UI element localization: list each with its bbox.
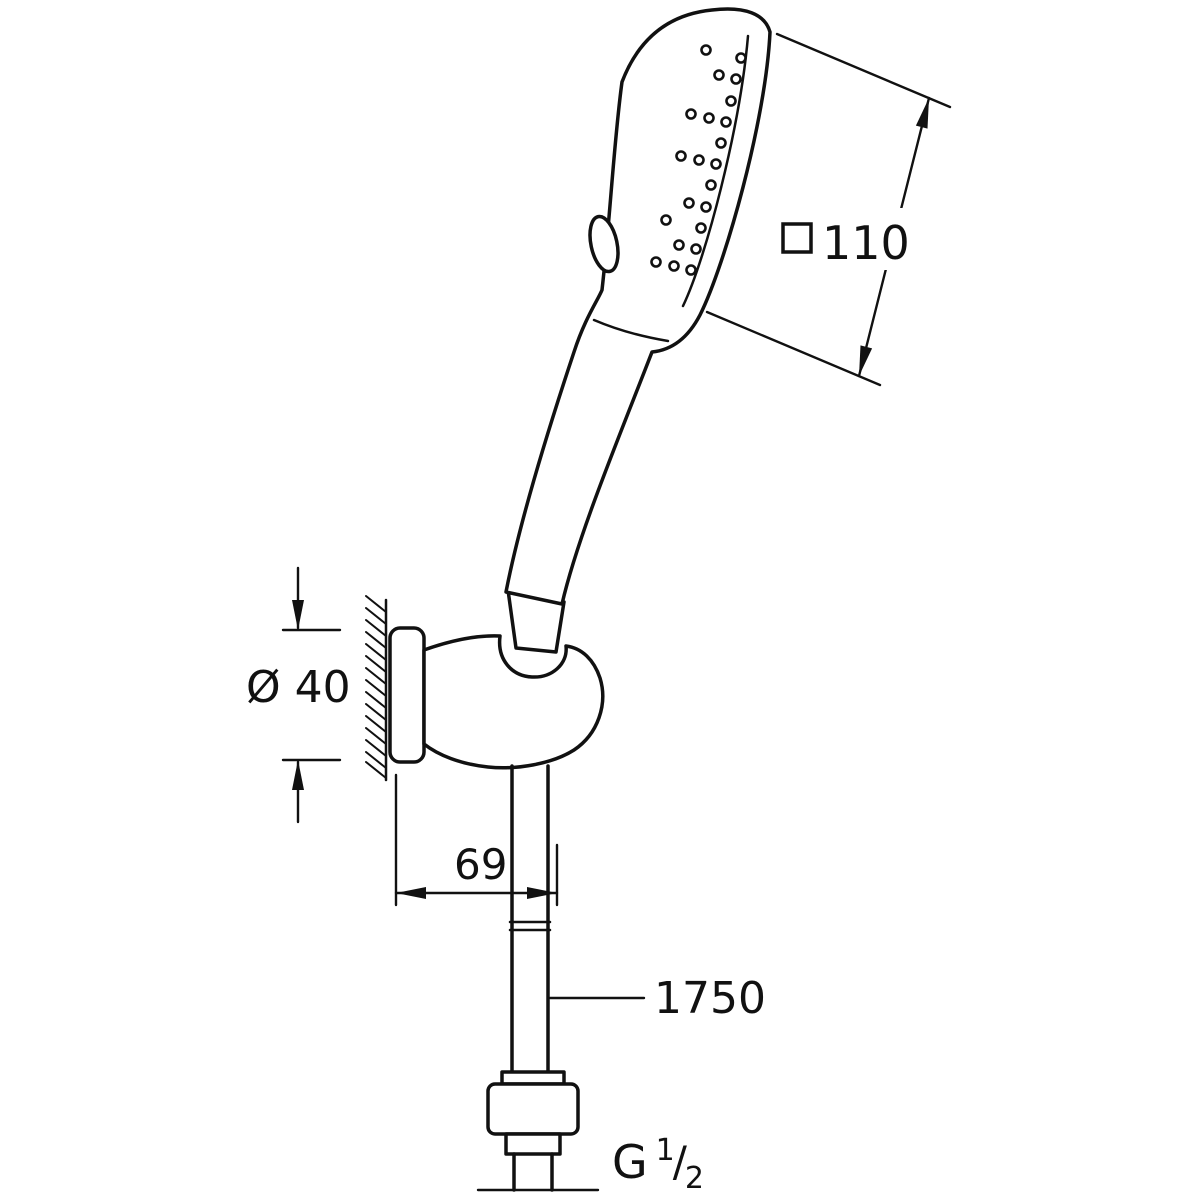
- head-width-label: 110: [822, 216, 910, 270]
- dimension-hose-length-1750: 1750: [548, 973, 766, 1024]
- hose-length-label: 1750: [654, 973, 766, 1024]
- holder-body: [422, 634, 605, 770]
- shower-hose: [486, 764, 580, 1192]
- arrowhead-right-icon: [527, 887, 557, 899]
- hose-break-marks: [508, 920, 552, 932]
- hose-nut-knurled: [486, 1082, 580, 1136]
- thread-end-lines: [512, 1152, 554, 1192]
- arrowhead-down-icon: [859, 345, 873, 376]
- dimension-projection-69: 69: [394, 773, 559, 907]
- wall-hatch-lines: [365, 595, 387, 779]
- thread-letter: G: [612, 1135, 648, 1189]
- head-handle-seam: [592, 318, 670, 343]
- hose-nut-step: [504, 1132, 562, 1156]
- hose-collar: [500, 1070, 566, 1086]
- spray-nozzles: [650, 44, 747, 276]
- dimension-holder-diameter-40: Ø 40: [246, 566, 351, 824]
- arrowhead-left-icon: [396, 887, 426, 899]
- holder-diameter-label: Ø 40: [246, 662, 351, 713]
- arrowhead-up-icon: [915, 98, 929, 129]
- spray-mode-button: [588, 214, 620, 274]
- dimension-head-width-110: 110: [705, 32, 952, 387]
- shower-head-and-handle: [504, 7, 772, 606]
- label-mask: [772, 208, 920, 270]
- thread-slash: /: [673, 1137, 688, 1186]
- square-symbol-icon: [781, 222, 813, 254]
- projection-label: 69: [454, 840, 507, 889]
- wall-plate: [388, 626, 426, 764]
- extension-line-top: [775, 32, 952, 109]
- face-plate-line: [681, 34, 750, 308]
- wall-holder: [388, 626, 605, 770]
- thread-numerator: 1: [656, 1133, 675, 1168]
- arrowhead-up-icon: [292, 760, 304, 790]
- hand-shower: [504, 7, 772, 654]
- wall-hatching: [365, 595, 388, 782]
- extension-line-bottom: [705, 310, 882, 387]
- arrowhead-down-icon: [292, 600, 304, 630]
- thread-denominator: 2: [685, 1161, 704, 1196]
